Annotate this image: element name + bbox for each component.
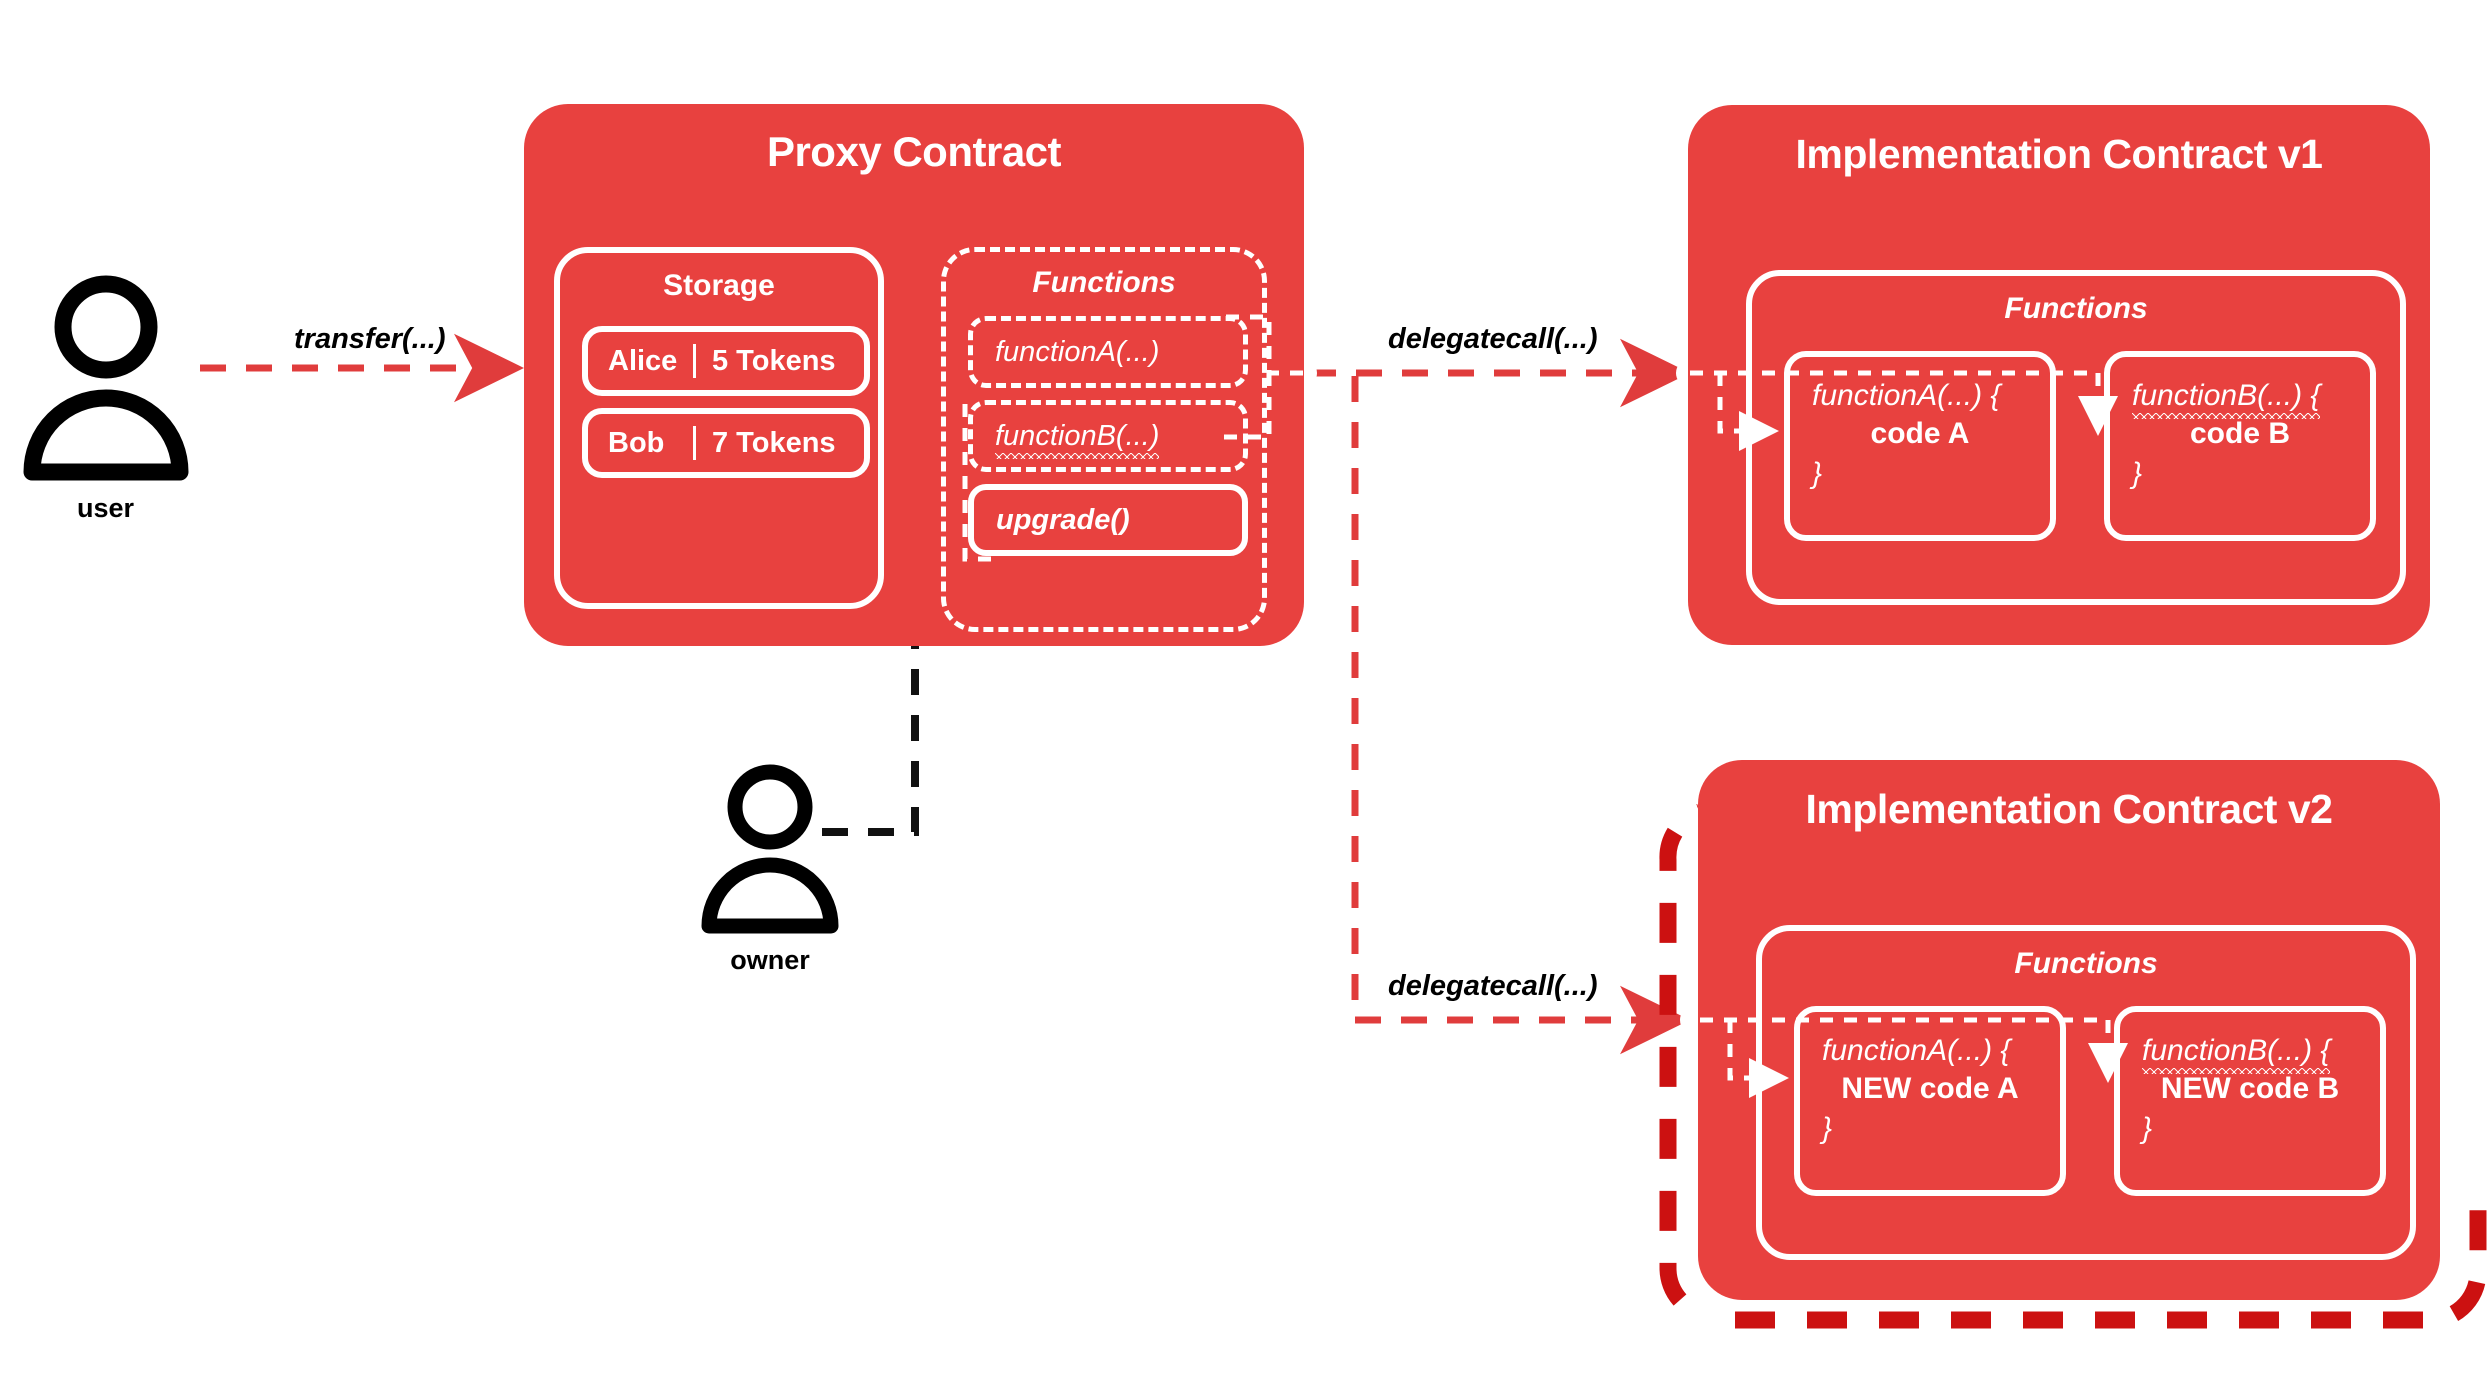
- impl-v1-code-b-body: code B: [2189, 417, 2291, 450]
- proxy-function-upgrade[interactable]: upgrade(): [968, 484, 1248, 556]
- impl-v2-code-b-signature-text: functionB(...) {: [2142, 1034, 2331, 1074]
- impl-v2-code-a-close: }: [1822, 1112, 1833, 1145]
- proxy-storage-panel: Storage Alice 5 Tokens Bob 7 Tokens: [554, 247, 884, 609]
- storage-label: Storage: [663, 269, 775, 302]
- impl-v2-code-a-body: NEW code A: [1841, 1072, 2019, 1105]
- impl-v1-code-b: functionB(...) { code B }: [2104, 351, 2376, 541]
- storage-slot-bob: Bob 7 Tokens: [582, 408, 870, 478]
- storage-slot-owner-name: Bob: [608, 426, 665, 459]
- impl-v1-code-a: functionA(...) { code A }: [1784, 351, 2056, 541]
- storage-slot-owner-name: Alice: [608, 344, 678, 377]
- implementation-v2-title: Implementation Contract v2: [1805, 786, 2333, 832]
- proxy-contract-card[interactable]: Proxy Contract Storage Alice 5 Tokens Bo…: [524, 104, 1304, 646]
- storage-slot-separator: [693, 426, 696, 460]
- proxy-functions-panel: Functions functionA(...) functionB(...) …: [941, 247, 1267, 632]
- storage-slot-alice: Alice 5 Tokens: [582, 326, 870, 396]
- proxy-function-upgrade-label: upgrade(): [996, 503, 1130, 536]
- proxy-function-a-label: functionA(...): [995, 335, 1160, 368]
- impl-v1-code-b-signature-text: functionB(...) {: [2132, 379, 2321, 419]
- actor-owner-label: owner: [730, 945, 810, 975]
- implementation-v1-title: Implementation Contract v1: [1795, 131, 2323, 177]
- proxy-functions-label: Functions: [1032, 266, 1176, 299]
- impl-v2-code-b: functionB(...) { NEW code B }: [2114, 1006, 2386, 1196]
- person-icon: [701, 764, 839, 934]
- proxy-function-b-label: functionB(...): [995, 419, 1160, 459]
- impl-v2-functions-label: Functions: [2014, 947, 2158, 980]
- actor-owner: owner: [690, 762, 850, 976]
- impl-v1-code-a-body: code A: [1870, 417, 1970, 450]
- edge-label-transfer: transfer(...): [294, 323, 446, 355]
- impl-v1-functions-panel: Functions functionA(...) { code A } func…: [1746, 270, 2406, 605]
- impl-v2-code-a-signature: functionA(...) {: [1822, 1034, 2011, 1067]
- edge-label-delegatecall-v2: delegatecall(...): [1388, 970, 1598, 1002]
- storage-slot-amount: 5 Tokens: [712, 344, 836, 377]
- storage-slot-separator: [693, 344, 696, 378]
- actor-user: user: [8, 272, 203, 524]
- impl-v2-code-a: functionA(...) { NEW code A }: [1794, 1006, 2066, 1196]
- impl-v2-code-b-signature: functionB(...) {: [2142, 1034, 2380, 1074]
- implementation-v2-card[interactable]: Implementation Contract v2 Functions fun…: [1698, 760, 2440, 1300]
- implementation-v1-card[interactable]: Implementation Contract v1 Functions fun…: [1688, 105, 2430, 645]
- impl-v2-code-b-body: NEW code B: [2160, 1072, 2340, 1105]
- proxy-title: Proxy Contract: [766, 128, 1062, 175]
- impl-v1-code-a-close: }: [1812, 457, 1823, 490]
- impl-v1-functions-label: Functions: [2004, 292, 2148, 325]
- impl-v2-code-b-close: }: [2142, 1112, 2153, 1145]
- impl-v1-code-b-signature: functionB(...) {: [2132, 379, 2370, 419]
- impl-v2-functions-panel: Functions functionA(...) { NEW code A } …: [1756, 925, 2416, 1260]
- impl-v1-code-a-signature: functionA(...) {: [1812, 379, 2001, 412]
- impl-v1-code-b-close: }: [2132, 457, 2143, 490]
- edge-delegatecall-v2: [1351, 376, 1690, 1055]
- actor-user-label: user: [76, 493, 135, 523]
- edge-label-delegatecall-v1: delegatecall(...): [1388, 323, 1598, 355]
- person-icon: [23, 275, 188, 481]
- proxy-function-b[interactable]: functionB(...): [968, 400, 1248, 472]
- proxy-function-a[interactable]: functionA(...): [968, 316, 1248, 388]
- storage-slot-amount: 7 Tokens: [712, 426, 836, 459]
